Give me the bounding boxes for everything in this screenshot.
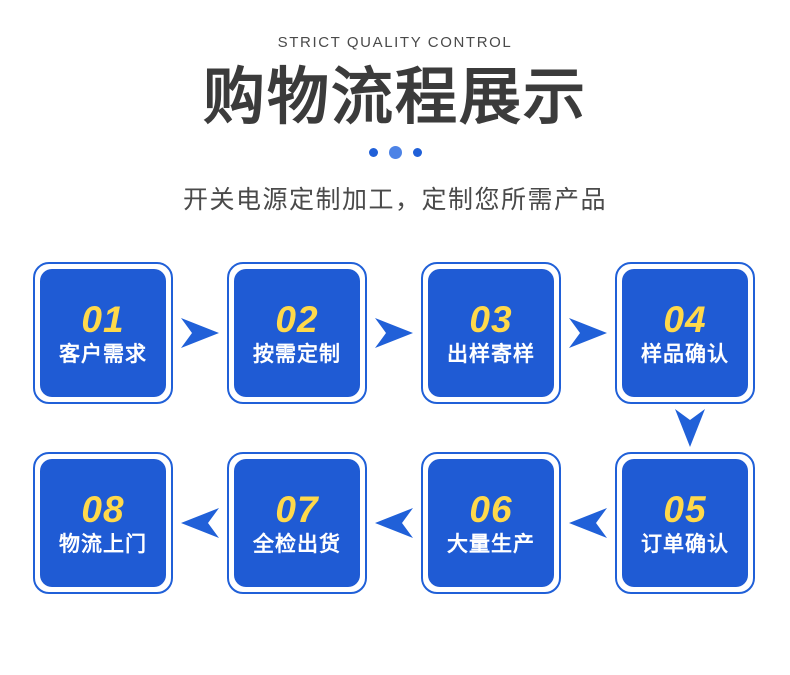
arrow-down-icon <box>664 404 716 452</box>
step-card-07[interactable]: 07 全检出货 <box>227 452 367 594</box>
step-number: 08 <box>81 489 125 530</box>
header: STRICT QUALITY CONTROL 购物流程展示 开关电源定制加工，定… <box>0 0 790 216</box>
step-card-04[interactable]: 04 样品确认 <box>615 262 755 404</box>
step-number: 07 <box>275 489 319 530</box>
step-number: 04 <box>663 299 707 340</box>
step-label: 全检出货 <box>253 533 341 556</box>
step-card-06[interactable]: 06 大量生产 <box>421 452 561 594</box>
step-card-03[interactable]: 03 出样寄样 <box>421 262 561 404</box>
step-card-02[interactable]: 02 按需定制 <box>227 262 367 404</box>
flow-row-bottom: 08 物流上门 07 全检出货 <box>0 452 790 594</box>
step-label: 客户需求 <box>59 343 147 366</box>
step-label: 出样寄样 <box>447 343 535 366</box>
divider-dot-left <box>368 148 378 158</box>
arrow-left-icon-1 <box>173 452 227 594</box>
page-title: 购物流程展示 <box>202 63 587 132</box>
eyebrow-text: STRICT QUALITY CONTROL <box>277 34 513 51</box>
step-number: 01 <box>81 299 125 340</box>
step-number: 02 <box>275 299 319 340</box>
step-label: 物流上门 <box>59 533 147 556</box>
arrow-right-icon-1 <box>173 262 227 404</box>
step-label: 样品确认 <box>641 343 729 366</box>
arrow-right-icon-3 <box>561 262 615 404</box>
step-card-05[interactable]: 05 订单确认 <box>615 452 755 594</box>
step-card-01[interactable]: 01 客户需求 <box>33 262 173 404</box>
step-label: 订单确认 <box>641 533 729 556</box>
divider-dot-center <box>388 146 402 160</box>
step-label: 按需定制 <box>253 343 341 366</box>
step-number: 05 <box>663 489 707 530</box>
step-number: 03 <box>469 299 513 340</box>
arrow-right-icon-2 <box>367 262 421 404</box>
flow-row-top: 01 客户需求 02 按需定制 <box>0 262 790 404</box>
step-card-08[interactable]: 08 物流上门 <box>33 452 173 594</box>
step-label: 大量生产 <box>447 533 535 556</box>
arrow-left-icon-2 <box>367 452 421 594</box>
arrow-left-icon-3 <box>561 452 615 594</box>
step-number: 06 <box>469 489 513 530</box>
divider-dot-right <box>412 148 422 158</box>
subtitle-text: 开关电源定制加工，定制您所需产品 <box>182 185 607 214</box>
dot-divider <box>0 146 790 160</box>
